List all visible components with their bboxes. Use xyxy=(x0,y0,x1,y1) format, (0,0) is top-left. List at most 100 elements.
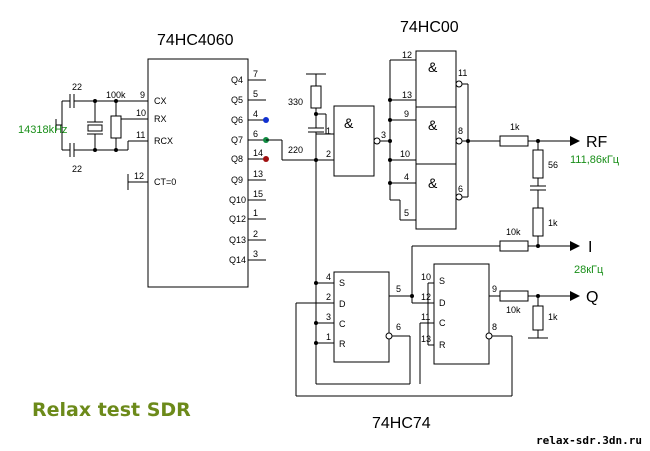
rf-output xyxy=(499,135,580,244)
i-frequency: 28кГц xyxy=(574,264,604,276)
res-330-value: 330 xyxy=(288,97,303,107)
ff1-s-pin: 4 xyxy=(326,272,331,282)
pin-name-q8: Q8 xyxy=(231,154,243,164)
nand-3-symbol: & xyxy=(428,117,438,133)
ff2-r-label: R xyxy=(439,340,446,350)
pin-name-q10: Q10 xyxy=(229,195,246,205)
ff2-c-label: C xyxy=(439,318,446,328)
ff1-c-pin: 3 xyxy=(326,312,331,322)
pin-name-q14: Q14 xyxy=(229,255,246,265)
pin-name-q9: Q9 xyxy=(231,175,243,185)
ff2-d-label: D xyxy=(439,298,446,308)
ff2-c-pin: 11 xyxy=(421,312,430,322)
counter-chip xyxy=(147,58,249,288)
pin-num-q10: 15 xyxy=(253,189,263,199)
nand-2-pin-a: 12 xyxy=(402,50,412,60)
res-1k-q-value: 1k xyxy=(548,312,558,322)
res-10k-q-value: 10k xyxy=(506,305,521,315)
nand-wiring xyxy=(266,59,500,384)
pin-name-q5: Q5 xyxy=(231,95,243,105)
ff2-q-pin: 9 xyxy=(492,284,497,294)
pin-num-rcx: 11 xyxy=(136,130,145,140)
q-label: Q xyxy=(586,289,598,306)
pin-num-q13: 2 xyxy=(253,229,258,239)
ff1-d-pin: 2 xyxy=(326,292,331,302)
cap-220-value: 220 xyxy=(288,145,303,155)
pin-name-q13: Q13 xyxy=(229,235,246,245)
ff2-s-pin: 10 xyxy=(421,272,431,282)
pin-name-rcx: RCX xyxy=(154,136,173,146)
rf-label: RF xyxy=(586,134,608,151)
nand-2-symbol: & xyxy=(428,59,438,75)
pin-name-q12: Q12 xyxy=(229,214,246,224)
nand-3-pin-b: 10 xyxy=(400,149,410,159)
crystal-frequency: 14318kHz xyxy=(18,124,68,136)
nand-4-pin-b: 5 xyxy=(404,208,409,218)
ff1-d-label: D xyxy=(339,299,346,309)
pin-num-ct: 12 xyxy=(134,171,144,181)
nand-4-pin-a: 4 xyxy=(404,172,409,182)
counter-chip-label: 74HC4060 xyxy=(157,32,234,49)
counter-left-pins: 9 CX 10 RX 11 RCX 12 CT=0 xyxy=(127,90,176,190)
cap-bottom-value: 22 xyxy=(72,164,82,174)
oscillator-network xyxy=(55,94,129,157)
pin-num-q8: 14 xyxy=(253,148,263,158)
nand-1-symbol: & xyxy=(344,115,354,131)
i-label: I xyxy=(588,239,592,256)
nand-4-symbol: & xyxy=(428,175,438,191)
pin-num-q7: 6 xyxy=(253,129,258,139)
nand-3-pin-a: 9 xyxy=(404,109,409,119)
nand-2-pin-out: 11 xyxy=(458,68,467,78)
ff1-q-pin: 5 xyxy=(396,284,401,294)
pin-num-q12: 1 xyxy=(253,208,258,218)
q6-dot xyxy=(263,117,269,123)
ff1-s-label: S xyxy=(339,278,345,288)
res-100k-value: 100k xyxy=(106,90,126,100)
pin-name-rx: RX xyxy=(154,114,167,124)
nand-gate-4: & 4 5 6 xyxy=(404,163,463,230)
nand-1-pin-a: 1 xyxy=(326,126,331,136)
pin-num-q9: 13 xyxy=(253,169,263,179)
q8-dot xyxy=(263,156,269,162)
pin-num-q14: 3 xyxy=(253,249,258,259)
ff1-r-label: R xyxy=(339,339,346,349)
nand-3-pin-out: 8 xyxy=(458,126,463,136)
pin-num-q6: 4 xyxy=(253,109,258,119)
res-56-value: 56 xyxy=(548,160,558,170)
pin-num-rx: 10 xyxy=(136,108,146,118)
ff2-qn-pin: 8 xyxy=(492,322,497,332)
ff2-d-pin: 12 xyxy=(421,292,431,302)
footer-site: relax-sdr.3dn.ru xyxy=(536,434,642,447)
pin-name-q4: Q4 xyxy=(231,75,243,85)
ff2-s-label: S xyxy=(439,276,445,286)
ff-chip-label: 74HC74 xyxy=(372,415,431,432)
nand-2-pin-b: 13 xyxy=(402,90,412,100)
res-10k-i-value: 10k xyxy=(506,227,521,237)
pin-num-cx: 9 xyxy=(140,90,145,100)
ff1-c-label: C xyxy=(339,319,346,329)
nand-chip-label: 74HC00 xyxy=(400,19,459,36)
nand-gate-1: & 1 2 3 xyxy=(326,105,386,177)
pin-num-q4: 7 xyxy=(253,69,258,79)
flipflop-wiring xyxy=(295,240,580,397)
nand-gate-3: & 9 10 8 xyxy=(400,106,463,165)
nand-4-pin-out: 6 xyxy=(458,184,463,194)
rf-frequency: 111,86кГц xyxy=(570,154,620,166)
pin-name-cx: CX xyxy=(154,96,167,106)
res-1k-mid-value: 1k xyxy=(548,218,558,228)
flipflop-1: S D C R 4 2 3 1 5 6 xyxy=(326,271,401,363)
nand-1-pin-out: 3 xyxy=(381,130,386,140)
flipflop-2: S D C R 10 12 11 13 9 8 xyxy=(421,263,497,365)
pin-num-q5: 5 xyxy=(253,89,258,99)
footer-title: Relax test SDR xyxy=(32,399,191,421)
pin-name-q6: Q6 xyxy=(231,115,243,125)
cap-top-value: 22 xyxy=(72,82,82,92)
res-rf-value: 1k xyxy=(510,122,520,132)
pin-name-ct: CT=0 xyxy=(154,177,176,187)
nand-gate-2: & 12 13 11 xyxy=(402,50,467,108)
ff1-r-pin: 1 xyxy=(326,332,331,342)
pin-name-q7: Q7 xyxy=(231,135,243,145)
ff2-r-pin: 13 xyxy=(421,334,431,344)
ff1-qn-pin: 6 xyxy=(396,322,401,332)
